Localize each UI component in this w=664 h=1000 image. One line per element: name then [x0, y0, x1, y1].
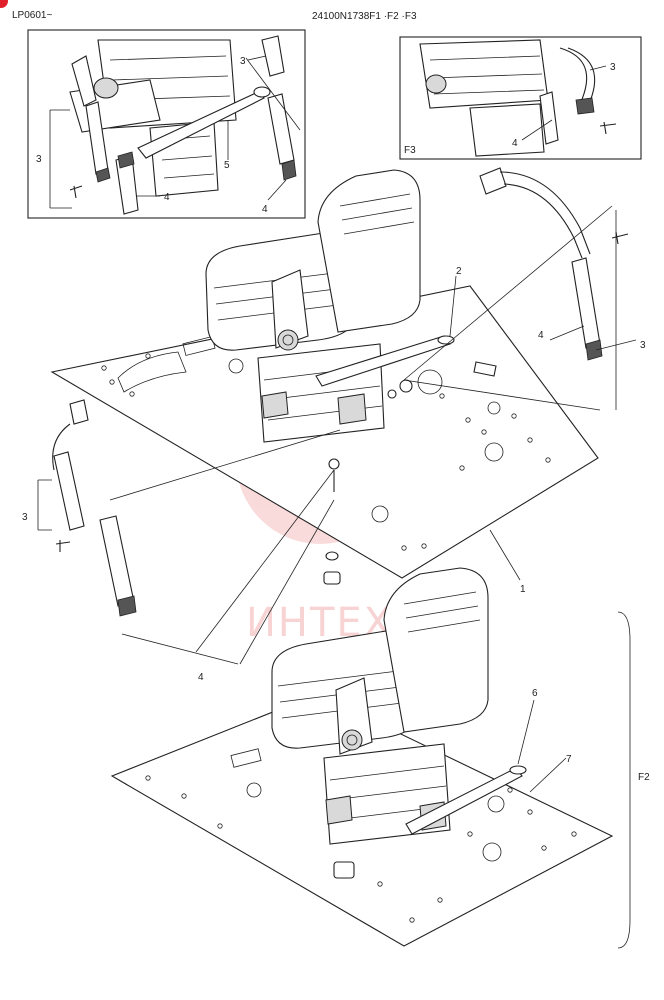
lower-seat [271, 567, 489, 845]
callout-main-1: 1 [520, 584, 526, 595]
inset-f3-label: F3 [404, 145, 416, 156]
header-center-code: 24100N1738F1 ·F2 ·F3 [312, 11, 417, 22]
main-belt-right [479, 167, 629, 361]
header-left-code: LP0601~ [12, 10, 53, 21]
callout-main-4-left: 4 [198, 672, 204, 683]
callout-lower-7: 7 [566, 754, 572, 765]
callout-main-2: 2 [456, 266, 462, 277]
lower-floor-holes [145, 775, 577, 923]
main-belt-left [52, 399, 137, 617]
callout-main-3-right: 3 [640, 340, 646, 351]
callout-inset-left-3b: 3 [240, 56, 246, 67]
inset-left-drawing [69, 35, 297, 215]
callout-inset-left-3a: 3 [36, 154, 42, 165]
inset-left-callouts: 3 3 4 4 5 [36, 56, 268, 215]
inset-right-drawing [419, 39, 617, 157]
lower-leaders [517, 611, 631, 949]
callout-inset-left-4b: 4 [262, 204, 268, 215]
callout-main-3-left: 3 [22, 512, 28, 523]
callout-inset-left-5: 5 [224, 160, 230, 171]
callout-inset-right-3: 3 [610, 62, 616, 73]
inset-right-callouts: 3 4 F3 [404, 62, 616, 156]
main-hardware [323, 361, 501, 585]
main-callouts: 2 4 3 3 1 4 [22, 266, 646, 683]
callout-lower-6: 6 [532, 688, 538, 699]
lower-callouts: 6 7 F2 [532, 688, 650, 783]
inset-right-frame [399, 36, 642, 160]
callout-inset-right-4: 4 [512, 138, 518, 149]
main-floor-holes [101, 341, 551, 551]
callout-lower-f2: F2 [638, 772, 650, 783]
lower-bracket-6 [405, 765, 527, 835]
inset-left-frame [27, 29, 306, 219]
main-leaders [37, 205, 637, 665]
callout-inset-left-4a: 4 [164, 192, 170, 203]
red-corner-marker [0, 0, 8, 8]
inset-right-leaders [521, 65, 607, 141]
callout-main-4-right: 4 [538, 330, 544, 341]
inset-left-leaders [49, 55, 301, 209]
